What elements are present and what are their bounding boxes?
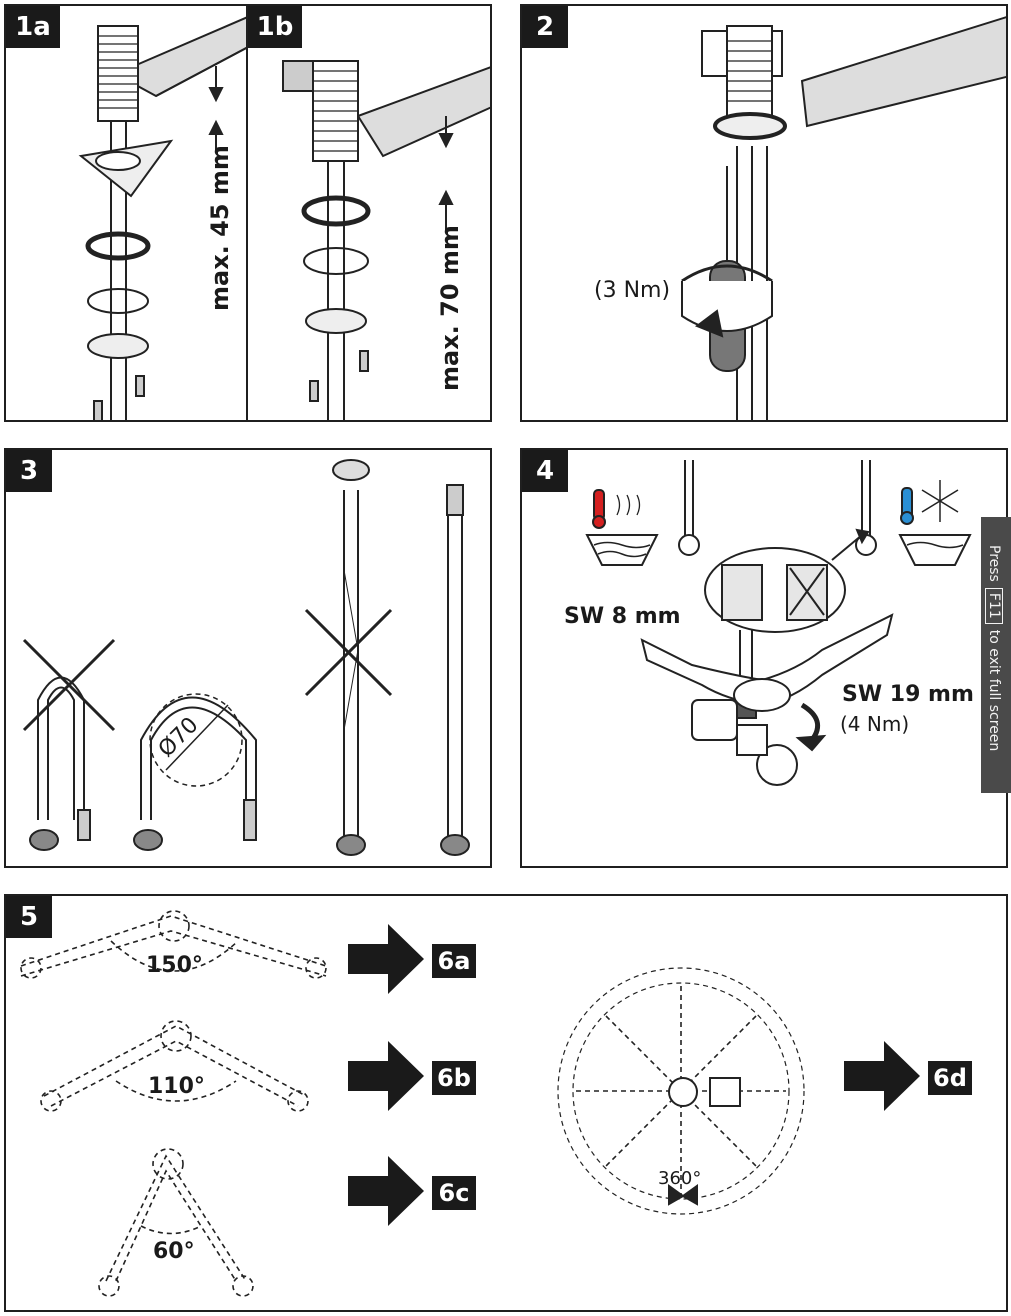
angle-label-360: 360° (658, 1168, 702, 1189)
max-height-label: max. 70 mm (436, 225, 464, 391)
angle-label-150: 150° (146, 953, 203, 978)
sw19-label: SW 19 mm (842, 682, 974, 707)
hose-bend-illustration (22, 459, 470, 856)
faucet-mount-illustration-1b (282, 60, 490, 420)
connection-illustration (585, 460, 972, 786)
angle-label-110: 110° (148, 1074, 205, 1099)
torque-label: (4 Nm) (840, 712, 910, 736)
faucet-mount-illustration-1a (78, 16, 246, 420)
target-badge-6d: 6d (928, 1061, 972, 1095)
panel-1a: 1a max. 45 mm (4, 4, 248, 422)
sw8-label: SW 8 mm (564, 604, 681, 629)
panel-3: 3 Ø70 (4, 448, 492, 868)
swivel-range-illustration (20, 910, 920, 1297)
step-badge: 2 (522, 6, 568, 48)
fullscreen-hint-text: PressF11 to exit full screen (985, 545, 1003, 751)
step-badge: 1a (6, 6, 60, 48)
tighten-illustration (681, 16, 1006, 420)
step-badge: 5 (6, 896, 52, 938)
angle-label-60: 60° (153, 1239, 195, 1264)
fullscreen-hint-overlay[interactable] (981, 517, 1011, 793)
target-badge-6b: 6b (432, 1061, 476, 1095)
panel-1b: 1b max. 70 mm (246, 4, 492, 422)
fullscreen-hint-rest: to exit full screen (986, 629, 1002, 752)
torque-label: (3 Nm) (594, 278, 671, 303)
max-height-label: max. 45 mm (206, 145, 234, 311)
step-badge: 1b (248, 6, 302, 48)
panel-5: 5 150° 110° 60° 360° 6a 6b 6c 6d (4, 894, 1008, 1312)
target-badge-6a: 6a (432, 944, 476, 978)
step-badge: 4 (522, 450, 568, 492)
panel-4: 4 SW 8 mm SW 19 mm (4 Nm) (520, 448, 1008, 868)
target-badge-6c: 6c (432, 1176, 476, 1210)
step-badge: 3 (6, 450, 52, 492)
panel-2: 2 (3 Nm) (520, 4, 1008, 422)
f11-key: F11 (985, 587, 1003, 624)
fullscreen-hint-press: Press (986, 545, 1002, 582)
